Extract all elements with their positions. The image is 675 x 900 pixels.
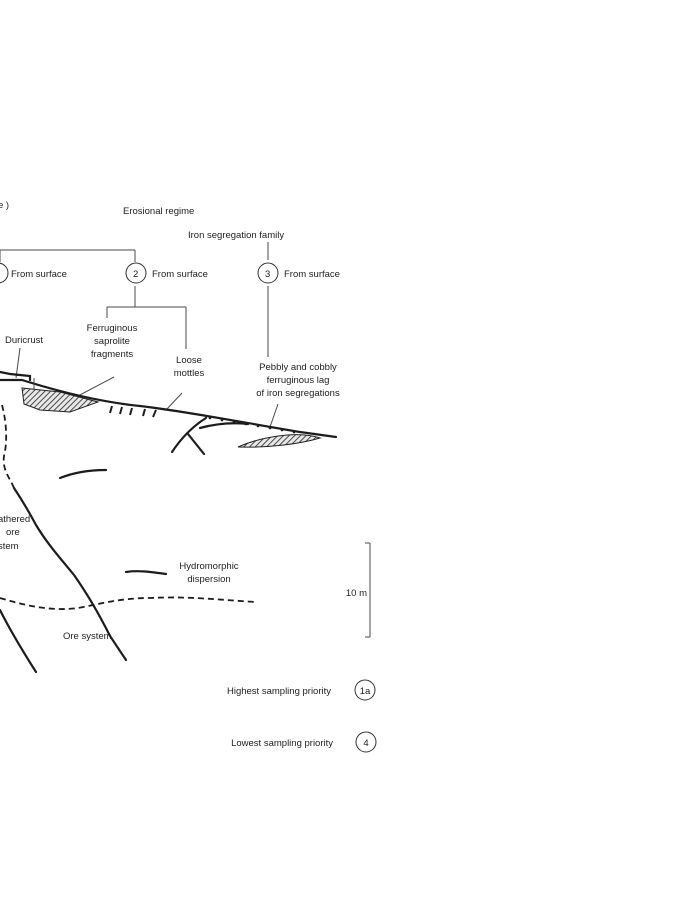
scale-bar: 10 m [346,543,370,637]
legend-lowest-badge: 4 [363,738,368,749]
pebbly-lag-label: Pebbly and cobbly ferruginous lag of iro… [256,362,340,399]
option-3-label: From surface [284,269,340,280]
duricrust-leader [16,348,20,378]
option-1: From surface [0,263,67,283]
svg-text:fragments: fragments [91,349,133,360]
duricrust-label: Duricrust [5,335,43,346]
svg-text:athered: athered [0,514,30,525]
legend-highest-text: Highest sampling priority [227,686,331,697]
svg-text:Hydromorphic: Hydromorphic [179,561,238,572]
family-title: Iron segregation family [188,230,284,241]
weathered-label: athered ore stem [0,514,30,552]
option-3: 3 From surface [258,263,340,283]
svg-text:Pebbly and cobbly: Pebbly and cobbly [259,362,337,373]
option-2-number: 2 [133,269,138,280]
legend-lowest: Lowest sampling priority 4 [231,732,376,752]
svg-text:ore: ore [6,527,20,538]
svg-text:Loose: Loose [176,355,202,366]
ferruginous-leader [76,377,114,397]
option-3-number: 3 [265,269,270,280]
option-2-label: From surface [152,269,208,280]
loose-mottles-leader [166,393,182,410]
option-2: 2 From surface [126,263,208,283]
ferruginous-label: Ferruginous saprolite fragments [87,323,138,360]
svg-text:ferruginous lag: ferruginous lag [267,375,330,386]
svg-text:of iron segregations: of iron segregations [256,388,340,399]
option-1-label: From surface [11,269,67,280]
isolated-vein [60,470,106,478]
pebbly-lag-leader [270,404,278,427]
partial-title: e ) [0,200,9,211]
svg-text:Ferruginous: Ferruginous [87,323,138,334]
svg-text:stem: stem [0,541,19,552]
ore-system-label: Ore system [63,631,112,642]
svg-text:saprolite: saprolite [94,336,130,347]
hydromorphic-label: Hydromorphic dispersion [179,561,238,585]
legend-highest-badge: 1a [360,686,371,697]
loose-mottles-label: Loose mottles [174,355,205,379]
svg-text:dispersion: dispersion [187,574,230,585]
legend-lowest-text: Lowest sampling priority [231,738,333,749]
svg-text:mottles: mottles [174,368,205,379]
scale-label: 10 m [346,588,367,599]
legend-highest: Highest sampling priority 1a [227,680,375,700]
regime-title: Erosional regime [123,206,194,217]
